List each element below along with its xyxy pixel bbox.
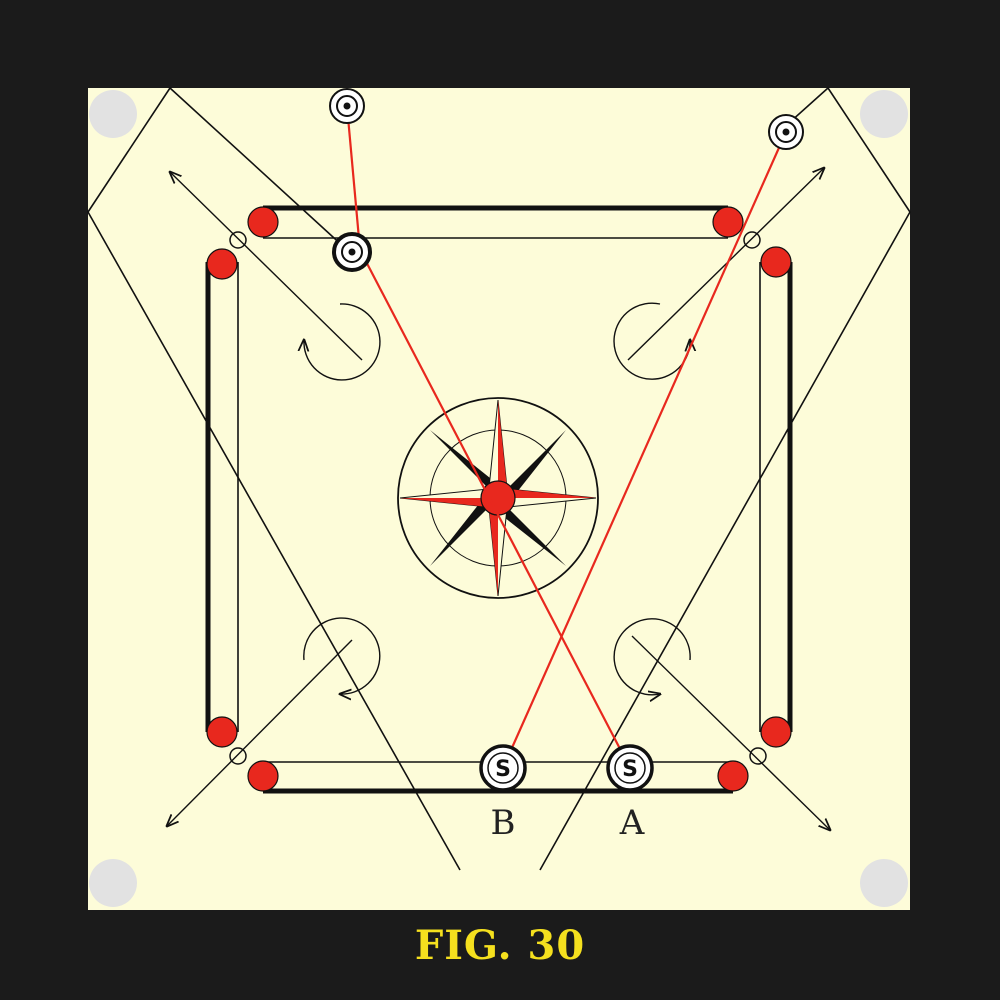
- pocket-bottom-right: [860, 859, 908, 907]
- striker-a: S: [606, 744, 654, 792]
- target-coin-top: [329, 88, 365, 124]
- pocket-bottom-left: [89, 859, 137, 907]
- corner-arrows: [167, 168, 830, 830]
- striker-a-label: A: [619, 803, 645, 843]
- baseline-red-discs: [206, 206, 792, 792]
- striker-b: S: [479, 744, 527, 792]
- target-coin-right: [768, 114, 804, 150]
- figure-caption: FIG. 30: [414, 922, 586, 969]
- pocket-top-left: [89, 90, 137, 138]
- striker-a-mark: S: [622, 757, 638, 782]
- striker-b-mark: S: [495, 757, 511, 782]
- center-star-design: [397, 397, 599, 599]
- construction-lines: [87, 87, 911, 871]
- baseline-corner-circles: [229, 231, 767, 765]
- striker-b-label: B: [491, 803, 516, 843]
- pocket-top-right: [860, 90, 908, 138]
- shot-paths: [345, 105, 788, 769]
- target-coin-left: [332, 232, 372, 272]
